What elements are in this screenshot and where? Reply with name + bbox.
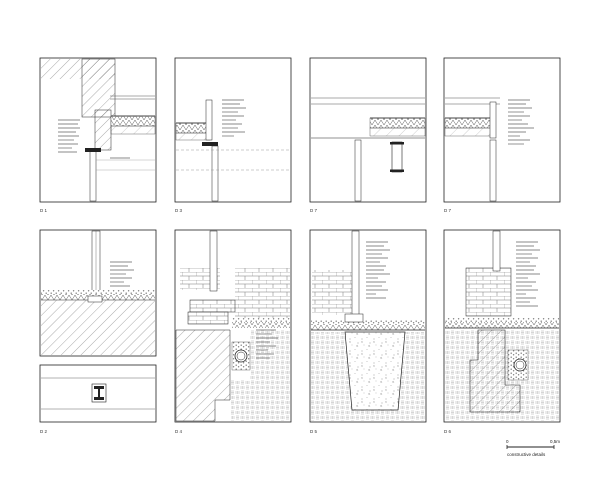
insulation-layer xyxy=(369,117,426,129)
annotation-block xyxy=(222,99,246,137)
steel-beam xyxy=(202,142,218,146)
window-frame xyxy=(351,230,360,317)
sill-detail xyxy=(87,295,103,303)
column-flange xyxy=(94,386,104,389)
panel-label: D 7 xyxy=(444,208,452,213)
brick-wall xyxy=(465,267,512,317)
steel-column xyxy=(354,139,362,202)
brick-wall xyxy=(235,268,290,318)
ground-finish xyxy=(232,318,290,322)
drain-pipe xyxy=(236,351,246,361)
insulation-layer xyxy=(110,115,156,127)
scale-bar: 0 0,5m constructive details xyxy=(506,439,560,457)
annotation-block xyxy=(110,261,134,287)
window-frame xyxy=(209,230,218,292)
panel-label: D 7 xyxy=(310,208,318,213)
beam-flange xyxy=(390,169,404,172)
floor-finish xyxy=(445,318,559,322)
panel-label: D 6 xyxy=(444,429,452,434)
insulation-layer xyxy=(444,117,496,129)
floor-slab xyxy=(41,300,155,355)
sill-detail xyxy=(344,313,364,323)
panel-label: D 3 xyxy=(175,208,183,213)
floor-insulation xyxy=(311,324,425,330)
window-frame xyxy=(492,230,501,272)
sill-block xyxy=(94,109,112,151)
annotation-block xyxy=(508,99,534,145)
drain-pipe xyxy=(515,360,525,370)
detail-panel-d4: D 4 xyxy=(174,229,292,434)
plinth-block xyxy=(187,311,229,325)
panel-label: D 2 xyxy=(40,429,48,434)
panel-label: D 4 xyxy=(175,429,183,434)
foundation xyxy=(469,329,521,413)
detail-panel-d3: D 3 xyxy=(174,57,292,213)
annotation-block xyxy=(58,119,130,159)
panel-label: D 1 xyxy=(40,208,48,213)
detail-panel-d7-a: D 7 xyxy=(309,57,427,213)
detail-panel-d6: D 6 xyxy=(443,229,561,434)
roof-slab xyxy=(444,127,496,137)
ground-soil xyxy=(250,330,290,421)
steel-beam xyxy=(391,141,403,173)
steel-column xyxy=(89,149,97,202)
masonry-wall xyxy=(81,58,116,118)
brick-wall xyxy=(312,270,352,315)
plinth-block xyxy=(189,299,236,313)
floor-finish xyxy=(41,290,155,294)
detail-panel-d5: D 5 xyxy=(309,229,427,434)
roof-slab xyxy=(175,132,211,141)
floor-finish xyxy=(311,320,425,324)
detail-panel-d7-b: D 7 xyxy=(443,57,561,213)
ground-soil xyxy=(231,380,250,421)
steel-beam xyxy=(85,148,101,152)
scale-end-label: 0,5m xyxy=(550,439,560,444)
scale-start-label: 0 xyxy=(506,439,509,444)
foundation xyxy=(175,329,231,422)
floor-insulation xyxy=(445,322,559,328)
parapet-upstand xyxy=(489,101,497,139)
parapet-upstand xyxy=(205,99,213,141)
scale-caption: constructive details xyxy=(507,452,546,457)
annotation-block xyxy=(366,241,390,299)
column-web xyxy=(98,389,100,397)
annotation-block xyxy=(256,329,278,359)
roof-slab xyxy=(110,125,156,135)
steel-column xyxy=(489,139,497,202)
beam-flange xyxy=(390,142,404,145)
insulation-layer xyxy=(175,122,211,134)
ground-insulation xyxy=(232,322,290,328)
panel-label: D 5 xyxy=(310,429,318,434)
steel-column xyxy=(211,145,219,202)
roof-slab xyxy=(369,127,426,137)
concrete-footing xyxy=(344,331,406,411)
detail-panel-d2: D 2 xyxy=(39,229,157,434)
detail-panel-d1: D 1 xyxy=(39,57,157,213)
annotation-block xyxy=(516,241,540,307)
column-flange xyxy=(94,397,104,400)
